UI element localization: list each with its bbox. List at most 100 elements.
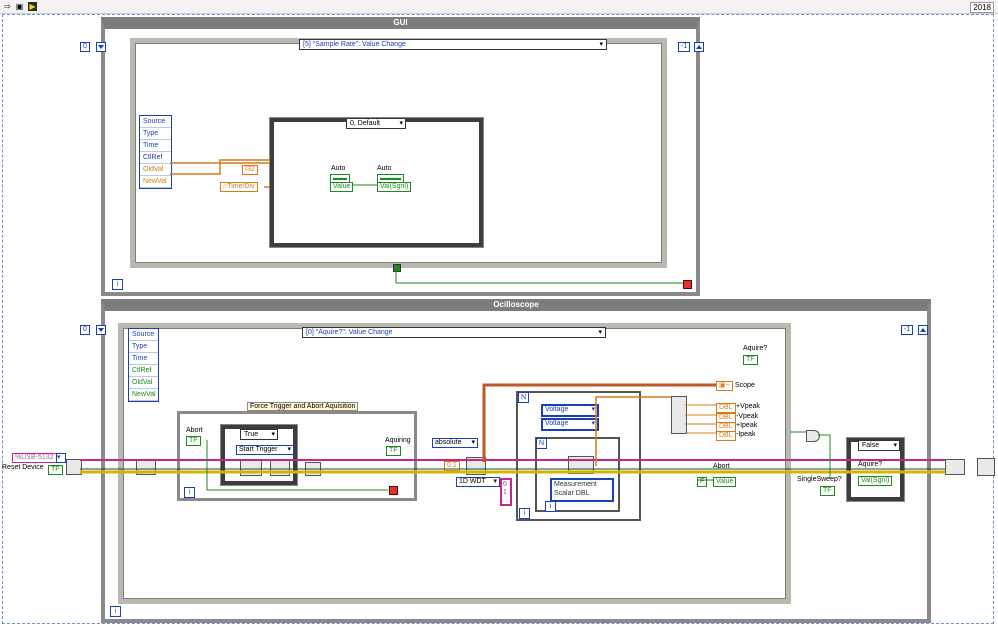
gui-auto-label-1: Auto (331, 165, 346, 172)
osc-reset-device-label: Reset Device (2, 464, 44, 471)
osc-loop-init-const[interactable]: 0 (80, 325, 90, 335)
gui-loop-iteration: i (112, 279, 123, 290)
absolute-enum[interactable]: absolute ▾ (432, 438, 478, 448)
gui-event-selector-text: [5] "Sample Rate": Value Change (303, 41, 406, 48)
gui-event-data-newval[interactable]: NewVal (140, 176, 171, 188)
gui-time-div-text: Time/Div (227, 183, 255, 190)
false-selector[interactable]: False ▾ (858, 440, 900, 451)
absolute-text: absolute (435, 439, 462, 446)
voltage-enum-2[interactable]: Voltage ▾ (541, 418, 599, 431)
gui-case-selector-text: 0, Default (350, 120, 380, 127)
wdt-text: 1D WDT (459, 478, 486, 485)
gui-event-data-oldval[interactable]: OldVal (140, 164, 171, 176)
aquire2-label: Aquire? (858, 461, 883, 468)
osc-loop-title: Ocilloscope (493, 300, 539, 309)
ipeak-minus-label: -Ipeak (736, 431, 756, 438)
abort2-label: Abort (713, 463, 730, 470)
start-trigger-enum[interactable]: Start Trigger▾ (236, 445, 294, 455)
gui-i32-const[interactable]: I32 (242, 165, 258, 175)
gui-event-data-time[interactable]: Time (140, 140, 171, 152)
run-arrow-icon[interactable]: ⇨ (4, 2, 11, 11)
chevron-down-icon[interactable]: ▾ (287, 446, 291, 453)
measurement-type-enum[interactable]: Measurement Scalar DBL (550, 478, 614, 502)
force-true-text: True (244, 431, 259, 438)
vi-icon[interactable]: ▣ (15, 2, 24, 11)
osc-event-data-type[interactable]: Type (129, 341, 158, 353)
force-abort-bool[interactable]: TF (186, 436, 201, 446)
singlesweep-bool[interactable]: TF (820, 486, 835, 496)
voltage-2-text: Voltage (545, 420, 569, 427)
niscope-init-node[interactable] (66, 459, 82, 475)
inner-iteration: i (545, 501, 556, 512)
osc-loop-right-const[interactable]: -1 (901, 325, 914, 335)
aquire-terminal[interactable]: TF (743, 355, 758, 365)
chevron-down-icon[interactable]: ▾ (471, 439, 475, 446)
osc-device-dropdown[interactable]: ▾ (56, 453, 66, 463)
gui-time-div-property[interactable]: ⌂Time/Div (220, 182, 258, 192)
false-text: False (862, 442, 880, 449)
osc-event-data-newval[interactable]: NewVal (129, 389, 158, 401)
index-1: 1 (503, 489, 507, 496)
chevron-down-icon[interactable]: ▾ (493, 478, 497, 485)
index-array-const[interactable]: 0 1 (500, 478, 512, 506)
force-trigger-subdiagram[interactable] (177, 411, 417, 501)
gui-stop-tunnel[interactable] (393, 264, 401, 272)
outer-iteration: i (519, 508, 530, 519)
gui-event-data-node[interactable]: Source Type Time CtlRef OldVal NewVal (139, 115, 172, 189)
error-handler-node[interactable] (977, 458, 995, 476)
gui-loop-init-const[interactable]: 0 (80, 42, 90, 52)
gui-event-data-type[interactable]: Type (140, 128, 171, 140)
f-const[interactable]: F (697, 477, 708, 487)
osc-event-data-node[interactable]: Source Type Time CtlRef OldVal NewVal (128, 328, 159, 402)
gui-case-selector[interactable]: 0, Default ▾ (346, 118, 406, 129)
gui-event-data-source[interactable]: Source (140, 116, 171, 128)
singlesweep-label: SingleSweep? (797, 476, 842, 483)
voltage-enum-1[interactable]: Voltage▾ (541, 404, 599, 417)
osc-shift-register-left[interactable] (96, 325, 106, 335)
gui-event-selector[interactable]: [5] "Sample Rate": Value Change ▾ (299, 39, 607, 50)
or-node[interactable] (806, 430, 820, 442)
osc-event-selector[interactable]: [0] "Aquire?": Value Change ▾ (302, 327, 606, 338)
osc-loop-iteration: i (110, 606, 121, 617)
niscope-close-node[interactable] (945, 459, 965, 475)
force-abort-label: Abort (186, 427, 203, 434)
gui-shift-register-right[interactable] (694, 42, 704, 52)
inner-for-loop-count: N (536, 438, 547, 449)
aquiring-indicator[interactable]: TF (386, 446, 401, 456)
gui-shift-register-left[interactable] (96, 42, 106, 52)
osc-event-data-source[interactable]: Source (129, 329, 158, 341)
property-icon: ⌂ (223, 183, 228, 190)
version-year: 2018 (970, 2, 994, 13)
osc-reset-device-bool[interactable]: TF (48, 465, 63, 475)
ipeak-minus-term[interactable]: DBL (716, 431, 736, 441)
gui-stop-terminal[interactable] (683, 280, 692, 289)
aquire2-valsgnl[interactable]: Val(Sgnl) (858, 476, 893, 486)
wdt-enum[interactable]: 1D WDT ▾ (456, 477, 500, 487)
chevron-down-icon[interactable]: ▾ (893, 442, 897, 449)
osc-event-data-oldval[interactable]: OldVal (129, 377, 158, 389)
scope-label: Scope (735, 382, 755, 389)
abort2-value[interactable]: Value (713, 477, 737, 487)
gui-value-node[interactable]: Value (330, 182, 354, 192)
chevron-down-icon[interactable]: ▾ (271, 431, 275, 438)
gui-event-data-ctlref[interactable]: CtlRef (140, 152, 171, 164)
for-loop-count-terminal: N (518, 392, 529, 403)
force-trigger-title: Force Trigger and Abort Aquisition (247, 402, 359, 411)
vpeak-plus-term[interactable]: DBL (716, 403, 736, 413)
index-0: 0 (503, 481, 507, 488)
osc-event-data-time[interactable]: Time (129, 353, 158, 365)
chevron-down-icon[interactable]: ▾ (598, 329, 602, 336)
chevron-down-icon[interactable]: ▾ (599, 41, 603, 48)
scope-terminal[interactable]: ▣~ (716, 381, 733, 391)
osc-event-data-ctlref[interactable]: CtlRef (129, 365, 158, 377)
gui-loop-right-const[interactable]: -1 (678, 42, 691, 52)
chevron-down-icon[interactable]: ▾ (591, 406, 595, 413)
force-true-selector[interactable]: True ▾ (240, 429, 278, 440)
chevron-down-icon[interactable]: ▾ (399, 120, 403, 127)
chevron-down-icon[interactable]: ▾ (591, 420, 595, 427)
io-icon: % (15, 454, 22, 461)
osc-shift-register-right[interactable] (918, 325, 928, 335)
force-stop-terminal[interactable] (389, 486, 398, 495)
vpeak-minus-label: -Vpeak (736, 413, 759, 420)
gui-valsgnl-node[interactable]: Val(Sgnl) (377, 182, 412, 192)
